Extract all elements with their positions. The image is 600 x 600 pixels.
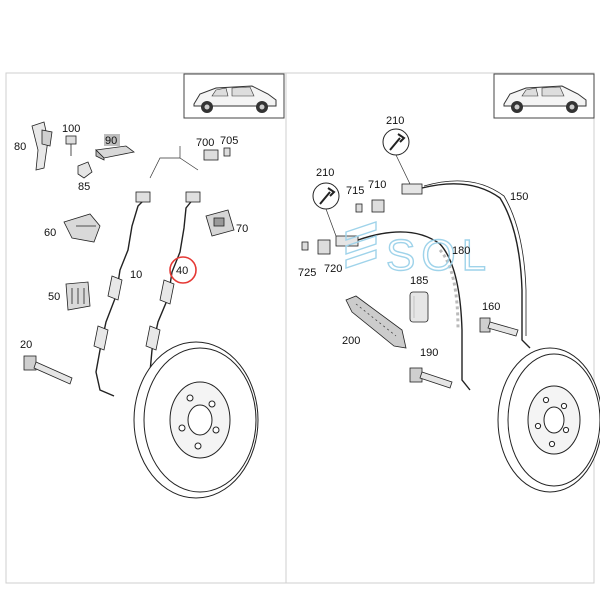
connector-icon [203, 149, 219, 161]
bracket-icon [31, 121, 53, 171]
connector-icon [317, 239, 331, 255]
bracket-icon [63, 213, 101, 243]
callout-line [179, 157, 199, 171]
part-label-210: 210 [386, 115, 404, 127]
part-label-710: 710 [368, 179, 386, 191]
part-label-70: 70 [236, 223, 248, 235]
clip-icon [77, 161, 93, 179]
car-icon [183, 73, 285, 119]
part-label-150: 150 [510, 191, 528, 203]
diagram-frame [5, 72, 595, 584]
bracket-icon [345, 295, 407, 349]
bolt-icon [65, 135, 77, 156]
part-label-80: 80 [14, 141, 26, 153]
sensor-cable-icon [93, 191, 151, 397]
part-label-60: 60 [44, 227, 56, 239]
callout-line [395, 154, 411, 185]
sleeve-icon [409, 291, 429, 323]
part-label-90: 90 [105, 135, 117, 147]
part-label-20: 20 [20, 339, 32, 351]
brake-disc-icon [133, 341, 259, 499]
car-icon [493, 73, 595, 119]
part-label-725: 725 [298, 267, 316, 279]
part-label-100: 100 [62, 123, 80, 135]
connector-icon [205, 209, 235, 237]
part-label-700: 700 [196, 137, 214, 149]
part-label-715: 715 [346, 185, 364, 197]
sensor-cable-icon [401, 180, 531, 349]
callout-line [149, 146, 181, 179]
part-label-50: 50 [48, 291, 60, 303]
part-label-190: 190 [420, 347, 438, 359]
bolt-icon [23, 355, 73, 385]
part-label-200: 200 [342, 335, 360, 347]
part-label-180: 180 [452, 245, 470, 257]
callout-line [325, 208, 337, 237]
part-label-10: 10 [130, 269, 142, 281]
connector-icon [371, 199, 385, 213]
watermark-text: SOL [386, 231, 492, 280]
part-label-160: 160 [482, 301, 500, 313]
clip-icon [355, 203, 363, 213]
clip-icon [223, 147, 231, 157]
clip-icon [301, 241, 309, 251]
wrench-icon [382, 128, 410, 156]
part-label-85: 85 [78, 181, 90, 193]
part-label-210: 210 [316, 167, 334, 179]
bolt-icon [479, 317, 519, 337]
part-label-705: 705 [220, 135, 238, 147]
watermark-logo: SOL [345, 221, 492, 281]
part-90-box [104, 134, 120, 146]
part-label-40: 40 [176, 265, 188, 277]
wrench-icon [312, 182, 340, 210]
highlight-ring-40 [169, 256, 197, 284]
brake-disc-icon [497, 347, 600, 493]
bracket-icon [95, 145, 135, 161]
bracket-icon [65, 281, 91, 311]
part-label-185: 185 [410, 275, 428, 287]
part-label-720: 720 [324, 263, 342, 275]
bolt-icon [409, 367, 453, 389]
